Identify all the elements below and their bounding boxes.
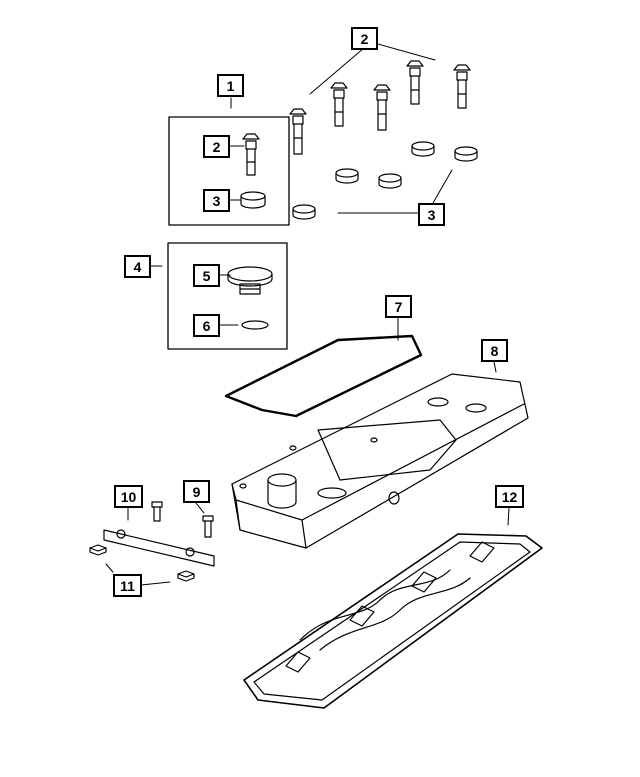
o-ring-part <box>241 320 269 330</box>
grommet-part <box>454 146 478 162</box>
callout-5: 5 <box>193 264 220 287</box>
bolt-part <box>330 82 348 127</box>
bolt-part <box>202 515 214 538</box>
cylinder-head-cover-part <box>231 373 529 549</box>
callout-12: 12 <box>495 485 524 508</box>
ignition-harness-part <box>243 533 543 709</box>
grommet-part <box>411 141 435 157</box>
grommet-part <box>378 173 402 189</box>
oil-filler-cap-part <box>227 266 273 295</box>
grommet-part <box>240 191 266 209</box>
callout-3: 3 <box>203 189 230 212</box>
bolt-part <box>373 84 391 131</box>
bolt-part <box>406 60 424 105</box>
callout-4: 4 <box>124 255 151 278</box>
callout-8: 8 <box>481 339 508 362</box>
callout-2: 2 <box>351 27 378 50</box>
callout-1: 1 <box>217 74 244 97</box>
bolt-part <box>151 501 163 522</box>
bolt-part <box>453 64 471 109</box>
callout-2: 2 <box>203 135 230 158</box>
callout-3: 3 <box>418 203 445 226</box>
bolt-part <box>289 108 307 155</box>
callout-7: 7 <box>385 295 412 318</box>
callout-10: 10 <box>114 485 143 508</box>
callout-9: 9 <box>183 480 210 503</box>
callout-6: 6 <box>193 314 220 337</box>
bracket-part <box>103 529 215 567</box>
group-box-kit-4 <box>167 242 288 350</box>
bolt-part <box>242 133 260 176</box>
callout-11: 11 <box>113 574 142 597</box>
clip-part <box>89 544 107 556</box>
grommet-part <box>335 168 359 184</box>
clip-part <box>177 570 195 582</box>
cover-gasket-part <box>224 334 423 418</box>
leader-lines <box>105 43 510 586</box>
grommet-part <box>292 204 316 220</box>
group-box-kit-1 <box>168 116 290 226</box>
